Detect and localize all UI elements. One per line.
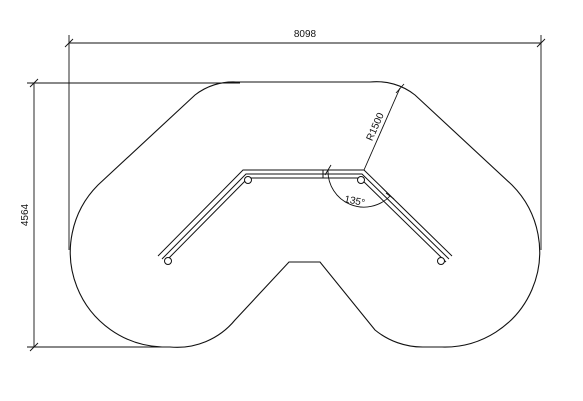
angle-dimension: 135° xyxy=(324,164,395,209)
radius-label: R1500 xyxy=(365,111,387,143)
angle-label: 135° xyxy=(343,194,366,209)
width-label: 8098 xyxy=(294,29,317,40)
height-dimension: 4564 xyxy=(20,78,240,352)
height-label: 4564 xyxy=(20,203,31,226)
width-dimension: 8098 xyxy=(64,29,546,250)
rail-structure xyxy=(157,169,453,265)
support-foot xyxy=(244,176,252,184)
support-foot xyxy=(357,176,365,184)
support-foot xyxy=(164,257,172,265)
floor-outline xyxy=(69,81,541,348)
support-foot xyxy=(437,257,445,265)
radius-dimension: R1500 xyxy=(363,83,405,171)
